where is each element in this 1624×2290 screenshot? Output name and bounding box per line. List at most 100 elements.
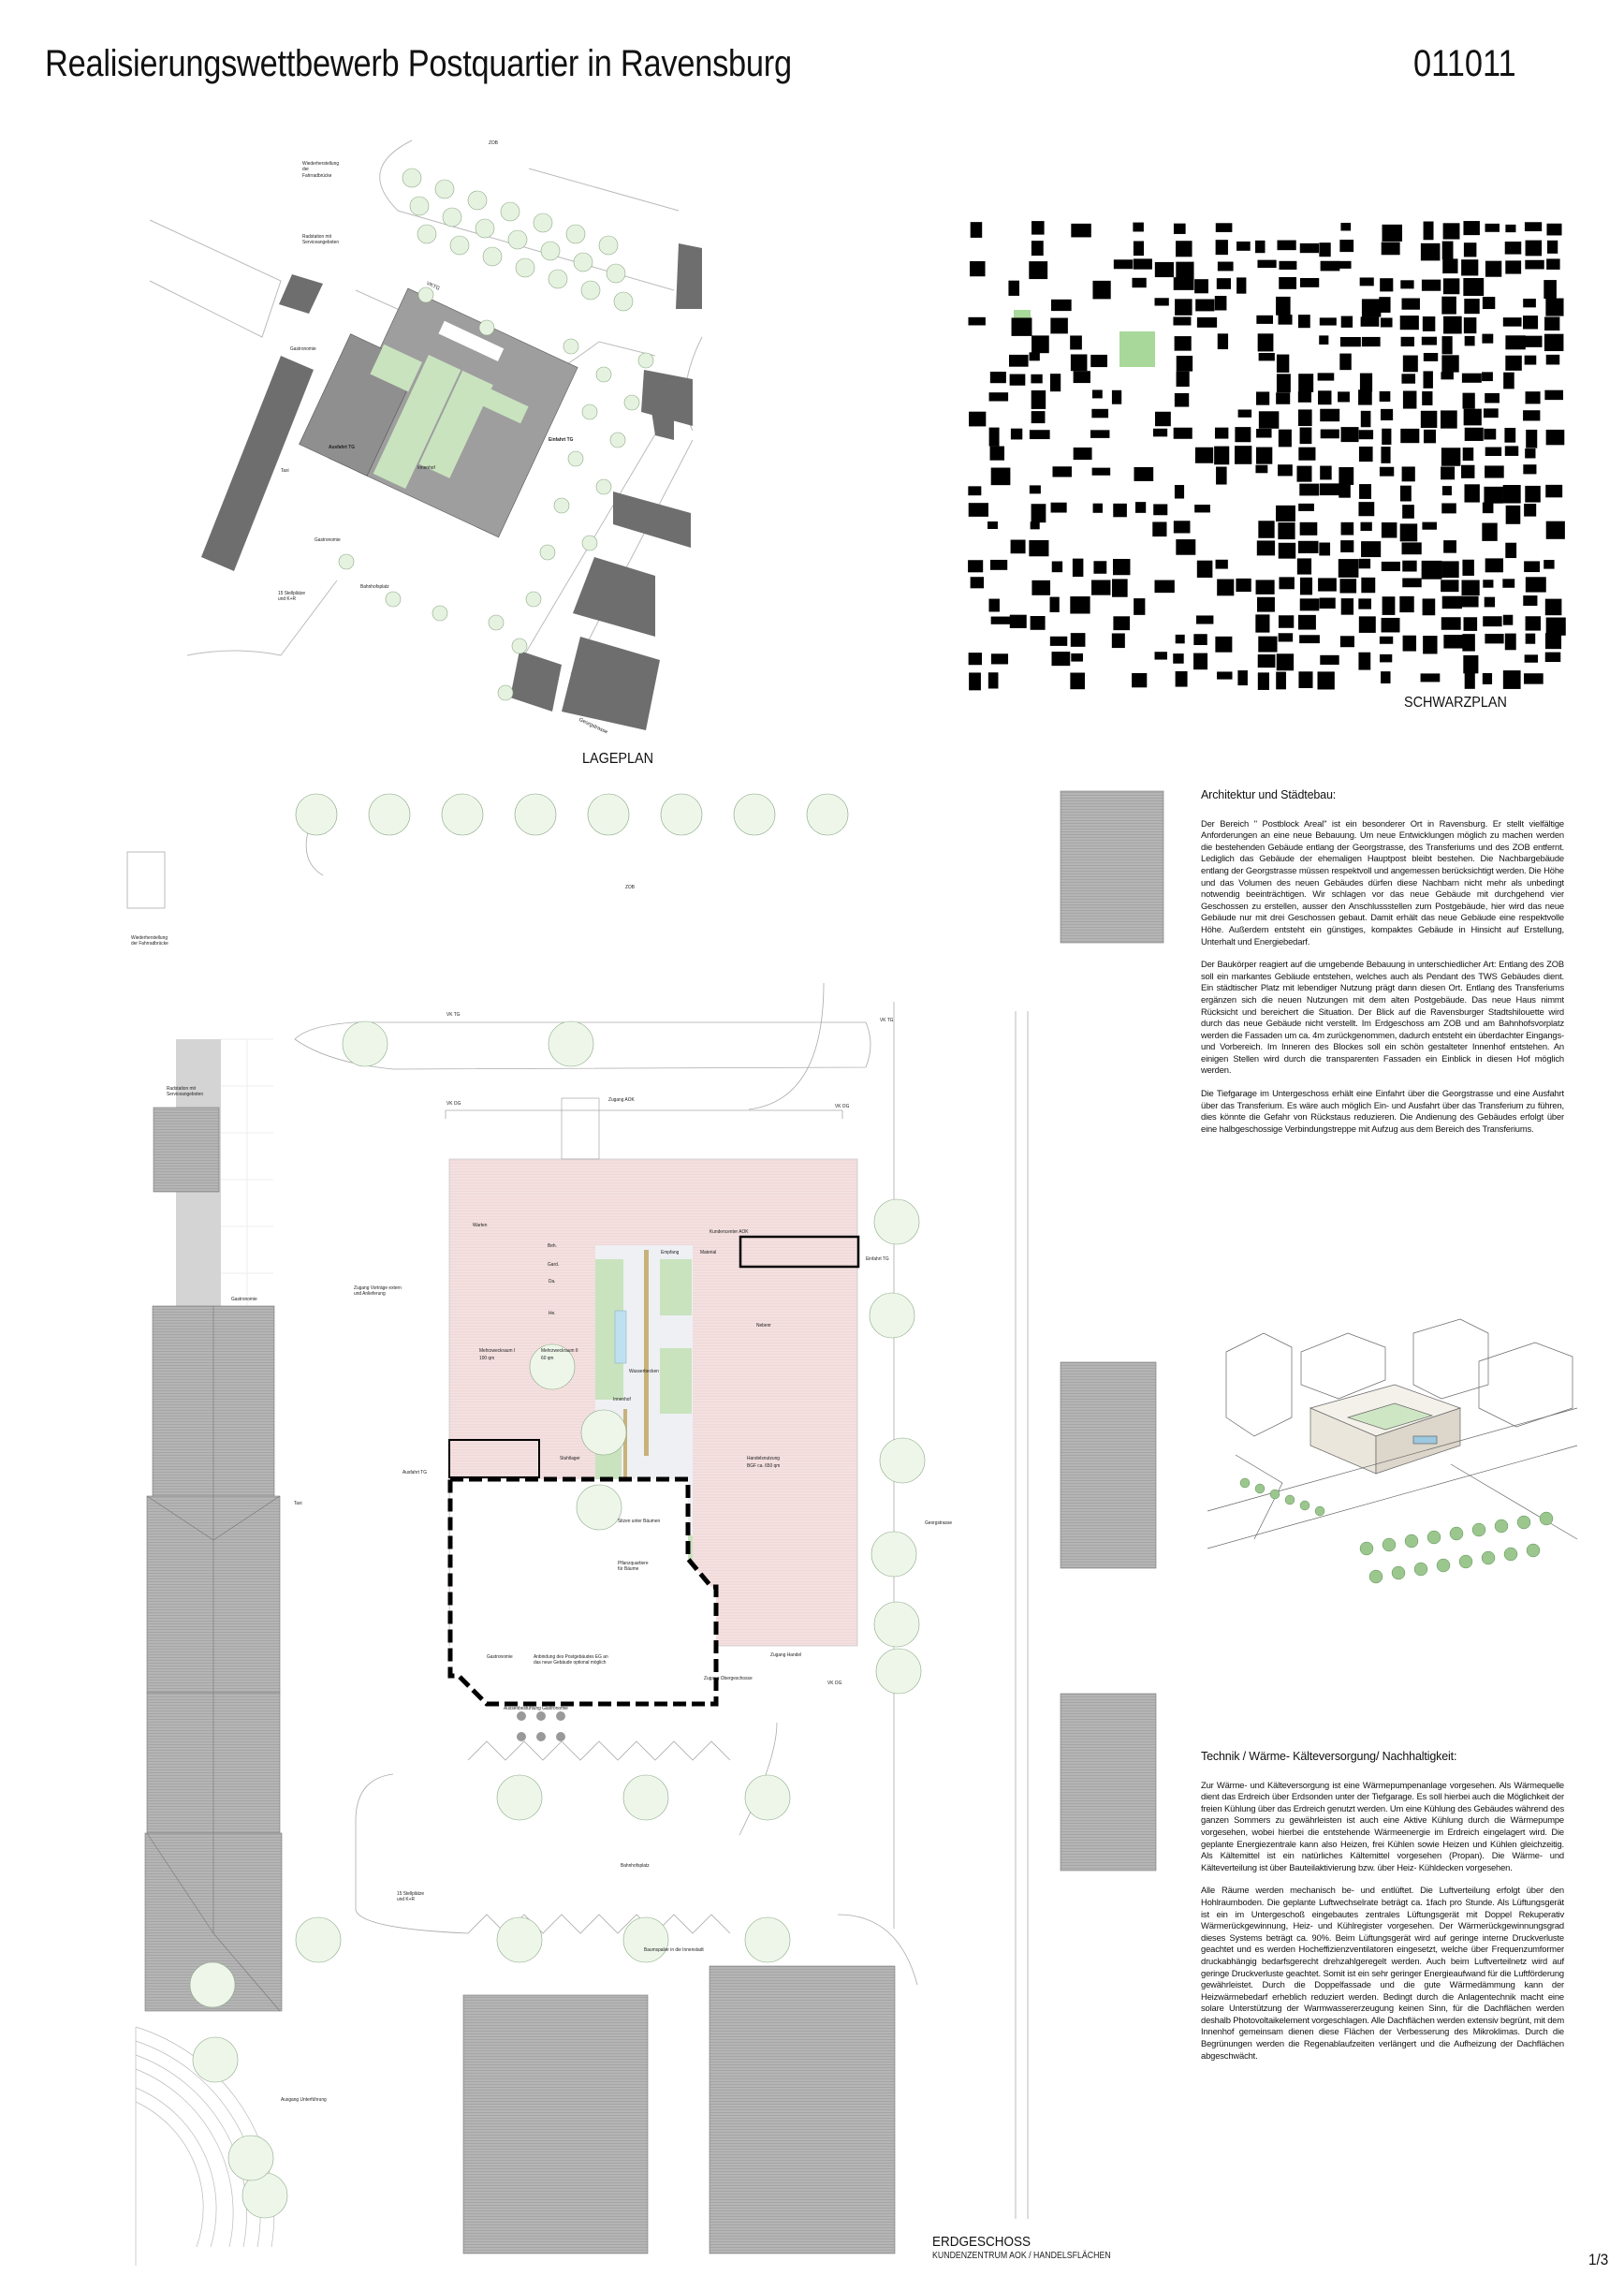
schwarzplan-building-block [1463,221,1480,236]
eg-label-zob: ZOB [625,885,635,890]
schwarzplan-building-block [1278,633,1294,642]
schwarzplan-site-green [1119,331,1155,367]
schwarzplan-building-block [1193,634,1207,645]
schwarzplan-building-block [1070,354,1088,372]
entry-code: 011011 [1413,43,1516,84]
schwarzplan-building-block [1217,333,1229,350]
tree-icon [1449,1526,1464,1541]
schwarzplan-building-block [1298,374,1314,392]
schwarzplan-building-block [1502,485,1521,504]
schwarzplan-building-block [1423,221,1434,241]
eg-label-vktg-right: VK TG [880,1018,894,1023]
tree-icon [417,224,437,244]
schwarzplan-building-block [1523,410,1541,421]
schwarzplan-building-block [988,672,999,689]
schwarzplan-building-block [1464,427,1484,441]
lp-label-einfahrt: Einfahrt TG [549,437,574,443]
schwarzplan-building-block [1070,596,1090,614]
schwarzplan-building-block [1339,467,1354,485]
schwarzplan-building-block [1235,446,1252,464]
schwarzplan-building-block [989,372,1006,384]
schwarzplan-building-block [1361,336,1381,347]
schwarzplan-building-block [1401,542,1422,555]
schwarzplan-building-block [1361,577,1376,594]
schwarzplan-building-block [1258,411,1280,429]
schwarzplan-building-block [1462,392,1475,409]
schwarzplan-building-block [1525,616,1541,631]
schwarzplan-building-block [1091,467,1111,476]
tree-icon [613,291,634,312]
tree-icon [1254,1483,1266,1494]
schwarzplan-building-block [1255,614,1270,633]
schwarzplan-building-block [1011,317,1032,336]
schwarzplan-building-block [1485,465,1504,478]
schwarzplan-building-block [1279,277,1297,289]
tree-icon [449,235,470,256]
eg-label-mzr1: Mehrzweckraum I [479,1348,516,1354]
eg-label-gard: Gard. [548,1262,560,1268]
schwarzplan-building-block [1505,335,1526,350]
paragraph: Der Bereich " Postblock Areal" ist ein b… [1201,817,1564,947]
schwarzplan-building-block [1443,316,1462,334]
schwarzplan-building-block [1420,673,1441,683]
schwarzplan-building-block [1112,558,1131,576]
lp-label-stellplaetze: 15 Stellplätze und K+R [278,591,306,603]
schwarzplan-building-block [1463,242,1477,257]
schwarzplan-building-block [1214,296,1227,311]
schwarzplan-building-block [1113,616,1131,631]
schwarzplan-building-block [1276,392,1291,404]
schwarzplan-building-block [1441,580,1459,593]
schwarzplan-building-block [1296,465,1312,482]
tree-icon [1481,1550,1496,1565]
schwarzplan-building-block [1400,336,1414,347]
eg-label-zugang-aok: Zugang AOK [608,1097,635,1103]
schwarzplan-building-block [1134,466,1154,481]
schwarzplan-building-block [1545,298,1564,316]
tree-icon [606,263,626,284]
schwarzplan-building-block [1319,317,1337,326]
schwarzplan-building-block [1399,316,1419,330]
schwarzplan-building-block [1441,466,1456,480]
tree-icon [511,638,528,654]
eg-label-beh: Beh. [548,1243,557,1249]
eg-label-gastronomie: Gastronomie [487,1654,513,1660]
tree-icon [869,1292,915,1339]
schwarzplan-building-block [1319,242,1331,257]
tree-icon [598,235,619,256]
schwarzplan-building-block [1194,505,1210,513]
eg-label-nebenr: Nebenr [756,1323,771,1328]
schwarzplan-building-block [1379,653,1393,663]
schwarzplan-building-block [988,392,1009,402]
schwarzplan-building-block [1382,224,1403,242]
schwarzplan-building-block [1340,521,1354,536]
schwarzplan-building-block [1133,222,1144,232]
tree-icon [622,1916,669,1963]
schwarzplan-building-block [1545,617,1566,636]
schwarzplan-building-block [1401,466,1415,482]
schwarzplan-building-block [1051,652,1071,667]
tree-icon [548,269,568,289]
schwarzplan-building-block [1071,223,1091,238]
tree-icon [875,1648,922,1695]
schwarzplan-building-block [1091,580,1111,595]
tree-icon [295,793,338,836]
schwarzplan-building-block [1134,502,1147,513]
tree-icon [1269,1489,1280,1500]
lp-label-gastro2: Gastronomie [315,537,341,543]
schwarzplan-building-block [1462,559,1474,576]
schwarzplan-building-block [1482,672,1493,684]
schwarzplan-building-block [1299,577,1313,595]
tree-icon [515,257,535,278]
schwarzplan-building-block [989,559,1008,570]
schwarzplan-building-block [1380,408,1394,421]
schwarzplan-building-block [1463,278,1485,297]
schwarzplan-building-block [1525,391,1541,404]
schwarzplan-building-block [1154,261,1174,278]
schwarzplan-building-block [1402,505,1414,519]
schwarzplan-building-block [969,672,981,691]
tree-icon [409,196,430,216]
schwarzplan-building-block [1320,654,1339,665]
schwarzplan-building-block [1111,389,1122,404]
tree-icon [478,319,495,336]
